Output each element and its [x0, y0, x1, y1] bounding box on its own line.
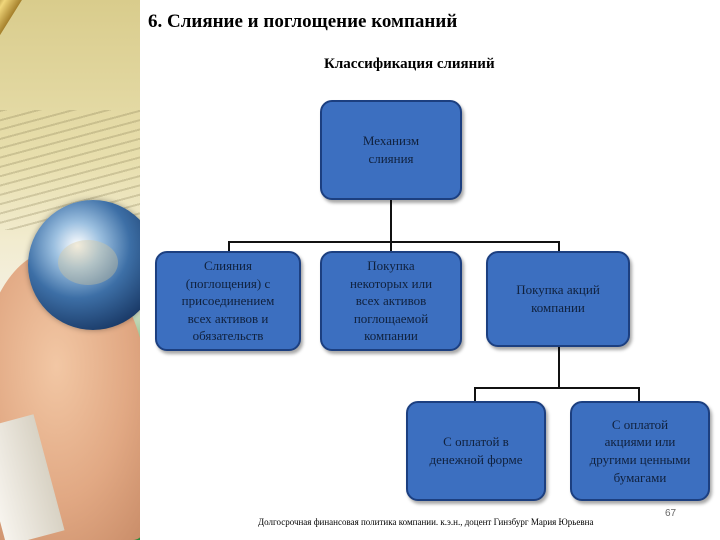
footer-text: Долгосрочная финансовая политика компани…	[258, 517, 594, 527]
connector-to-stock	[638, 387, 640, 402]
node-purchase-assets: Покупка некоторых или всех активов погло…	[320, 251, 462, 351]
node-merger-with-assets-liabilities: Слияния (поглощения) с присоединением вс…	[155, 251, 301, 351]
connector-root-down	[390, 199, 392, 242]
decorative-photo-panel	[0, 0, 140, 540]
node-purchase-shares: Покупка акций компании	[486, 251, 630, 347]
slide-title: 6. Слияние и поглощение компаний	[148, 11, 458, 32]
connector-to-shares	[558, 241, 560, 252]
connector-to-assets	[390, 241, 392, 252]
connector-shares-down	[558, 346, 560, 388]
page-number: 67	[665, 508, 677, 519]
connector-level1-horizontal	[228, 241, 560, 243]
node-stock-payment: С оплатой акциями или другими ценными бу…	[570, 401, 710, 501]
node-cash-payment: С оплатой в денежной форме	[406, 401, 546, 501]
node-merger-mechanism: Механизм слияния	[320, 100, 462, 200]
connector-level2-horizontal	[474, 387, 640, 389]
diagram-title: Классификация слияний	[324, 56, 495, 72]
connector-to-merger	[228, 241, 230, 252]
globe-image	[28, 200, 140, 330]
connector-to-cash	[474, 387, 476, 402]
